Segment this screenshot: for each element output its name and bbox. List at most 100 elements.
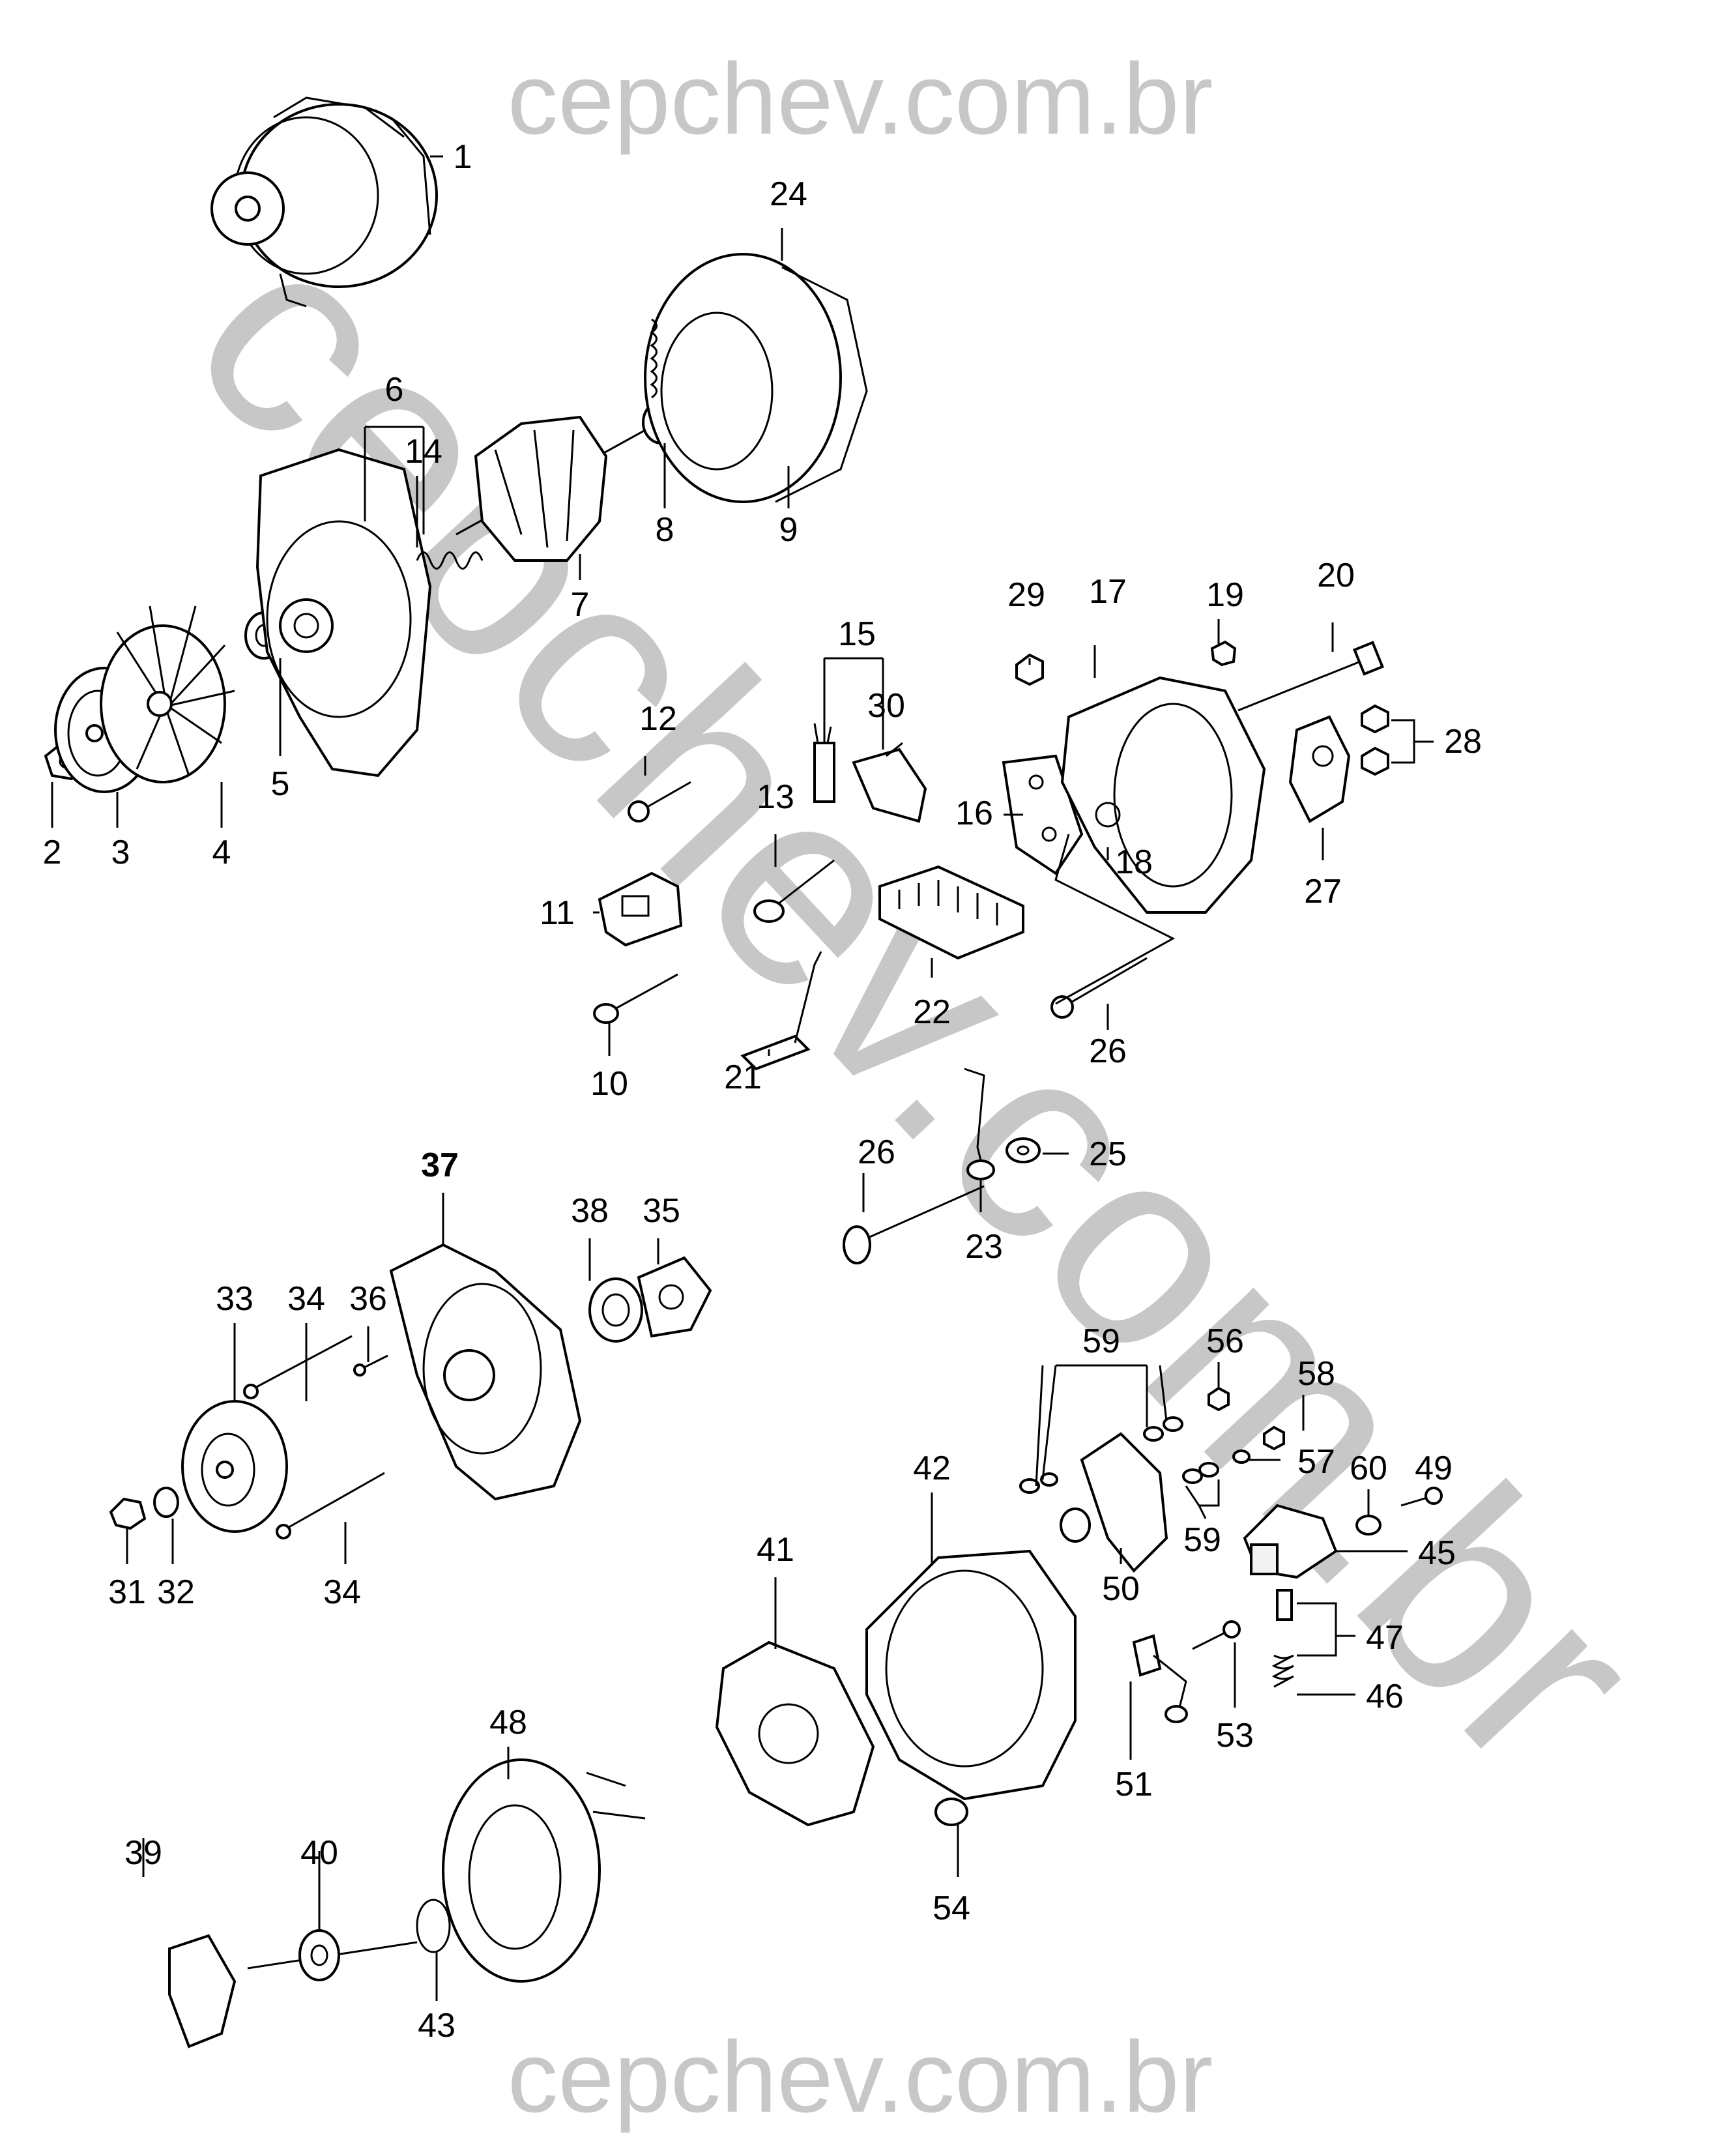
callout-30: 30 bbox=[867, 687, 905, 725]
washer bbox=[1143, 1426, 1164, 1442]
stator bbox=[442, 1758, 646, 1983]
callout-34-upper: 34 bbox=[287, 1280, 325, 1318]
slip-ring-end-housing bbox=[865, 1549, 1077, 1801]
complete-alternator bbox=[210, 96, 438, 308]
nut bbox=[1361, 746, 1389, 776]
washer bbox=[1019, 1478, 1040, 1494]
slip-ring-end-housing bbox=[1060, 676, 1266, 914]
callout-59-upper: 59 bbox=[1082, 1322, 1120, 1360]
washer bbox=[1040, 1472, 1058, 1487]
screw bbox=[1192, 1620, 1241, 1650]
callout-54: 54 bbox=[933, 1889, 970, 1927]
callout-49: 49 bbox=[1415, 1449, 1453, 1487]
stator bbox=[644, 253, 868, 503]
callout-18: 18 bbox=[1115, 843, 1153, 881]
brush-holder bbox=[598, 871, 683, 947]
retainer-plate bbox=[637, 1256, 712, 1338]
callout-45: 45 bbox=[1418, 1534, 1456, 1572]
spring bbox=[1271, 1654, 1294, 1688]
callout-10: 10 bbox=[590, 1065, 628, 1103]
o-ring bbox=[416, 1899, 451, 1953]
through-bolt bbox=[1237, 641, 1385, 712]
callout-42: 42 bbox=[913, 1449, 951, 1487]
capacitor-bracket bbox=[1132, 1634, 1188, 1723]
callout-53: 53 bbox=[1216, 1717, 1254, 1755]
bolt bbox=[843, 1185, 985, 1264]
callout-58: 58 bbox=[1297, 1355, 1335, 1393]
bearing bbox=[298, 1929, 340, 1981]
callout-50: 50 bbox=[1102, 1570, 1140, 1608]
nut bbox=[1210, 640, 1237, 667]
long-bolt bbox=[276, 1472, 385, 1539]
callout-57: 57 bbox=[1297, 1443, 1335, 1481]
screw bbox=[353, 1354, 388, 1377]
washer bbox=[1232, 1449, 1251, 1464]
callout-15: 15 bbox=[838, 615, 876, 653]
callout-46: 46 bbox=[1366, 1678, 1404, 1715]
callout-2: 2 bbox=[43, 834, 62, 871]
callout-34-lower: 34 bbox=[323, 1573, 361, 1611]
rotor bbox=[456, 415, 646, 562]
nut bbox=[1208, 1386, 1230, 1412]
callout-36: 36 bbox=[349, 1280, 387, 1318]
callout-16: 16 bbox=[955, 794, 993, 832]
callout-5: 5 bbox=[271, 765, 290, 803]
callout-20: 20 bbox=[1317, 557, 1355, 594]
callout-7: 7 bbox=[571, 586, 590, 624]
callout-14: 14 bbox=[405, 433, 442, 471]
callout-43: 43 bbox=[418, 2007, 456, 2045]
fan bbox=[100, 605, 235, 783]
callout-37: 37 bbox=[421, 1146, 459, 1184]
terminal-lead bbox=[964, 1068, 995, 1180]
callout-6: 6 bbox=[385, 371, 404, 409]
callout-13: 13 bbox=[757, 778, 794, 816]
brush-holder bbox=[1243, 1504, 1338, 1579]
callout-17: 17 bbox=[1089, 573, 1127, 611]
callout-26-lower: 26 bbox=[858, 1133, 895, 1171]
callout-41: 41 bbox=[757, 1531, 794, 1569]
callout-3: 3 bbox=[111, 834, 130, 871]
callout-23: 23 bbox=[965, 1228, 1003, 1266]
washer bbox=[1182, 1468, 1203, 1484]
callout-33: 33 bbox=[216, 1280, 253, 1318]
callout-56: 56 bbox=[1206, 1322, 1244, 1360]
callout-21: 21 bbox=[724, 1058, 762, 1096]
callout-32: 32 bbox=[157, 1573, 195, 1611]
bracket bbox=[740, 951, 822, 1071]
screw bbox=[593, 973, 678, 1024]
drive-end-housing bbox=[389, 1243, 582, 1501]
callout-59-lower: 59 bbox=[1183, 1521, 1221, 1559]
regulator-plate bbox=[1002, 754, 1084, 875]
leader-lines bbox=[51, 155, 1434, 2001]
washer bbox=[1198, 1462, 1219, 1478]
callout-48: 48 bbox=[489, 1704, 527, 1741]
rotor bbox=[168, 1934, 418, 2048]
pulley bbox=[181, 1400, 288, 1533]
callout-39: 39 bbox=[124, 1834, 162, 1872]
callout-38: 38 bbox=[571, 1192, 609, 1230]
rectifier bbox=[715, 1640, 875, 1827]
callout-31: 31 bbox=[108, 1573, 146, 1611]
washer bbox=[1060, 1508, 1091, 1543]
bolt bbox=[1050, 957, 1148, 1019]
rectifier bbox=[878, 865, 1024, 960]
callout-27: 27 bbox=[1304, 873, 1342, 910]
washer bbox=[1355, 1515, 1382, 1536]
bearing bbox=[588, 1277, 643, 1343]
regulator bbox=[1080, 1432, 1168, 1573]
nut bbox=[1361, 704, 1389, 734]
callout-4: 4 bbox=[212, 834, 231, 871]
nut bbox=[1015, 653, 1044, 686]
brush bbox=[1276, 1589, 1293, 1621]
screw bbox=[628, 781, 691, 823]
callout-29: 29 bbox=[1007, 576, 1045, 614]
callout-24: 24 bbox=[770, 175, 807, 213]
callout-8: 8 bbox=[656, 511, 674, 549]
callout-47: 47 bbox=[1366, 1619, 1404, 1657]
callout-60: 60 bbox=[1350, 1449, 1387, 1487]
callout-22: 22 bbox=[913, 993, 951, 1031]
callout-26-upper: 26 bbox=[1089, 1032, 1127, 1070]
callout-1: 1 bbox=[454, 138, 472, 176]
callout-51: 51 bbox=[1115, 1766, 1153, 1803]
